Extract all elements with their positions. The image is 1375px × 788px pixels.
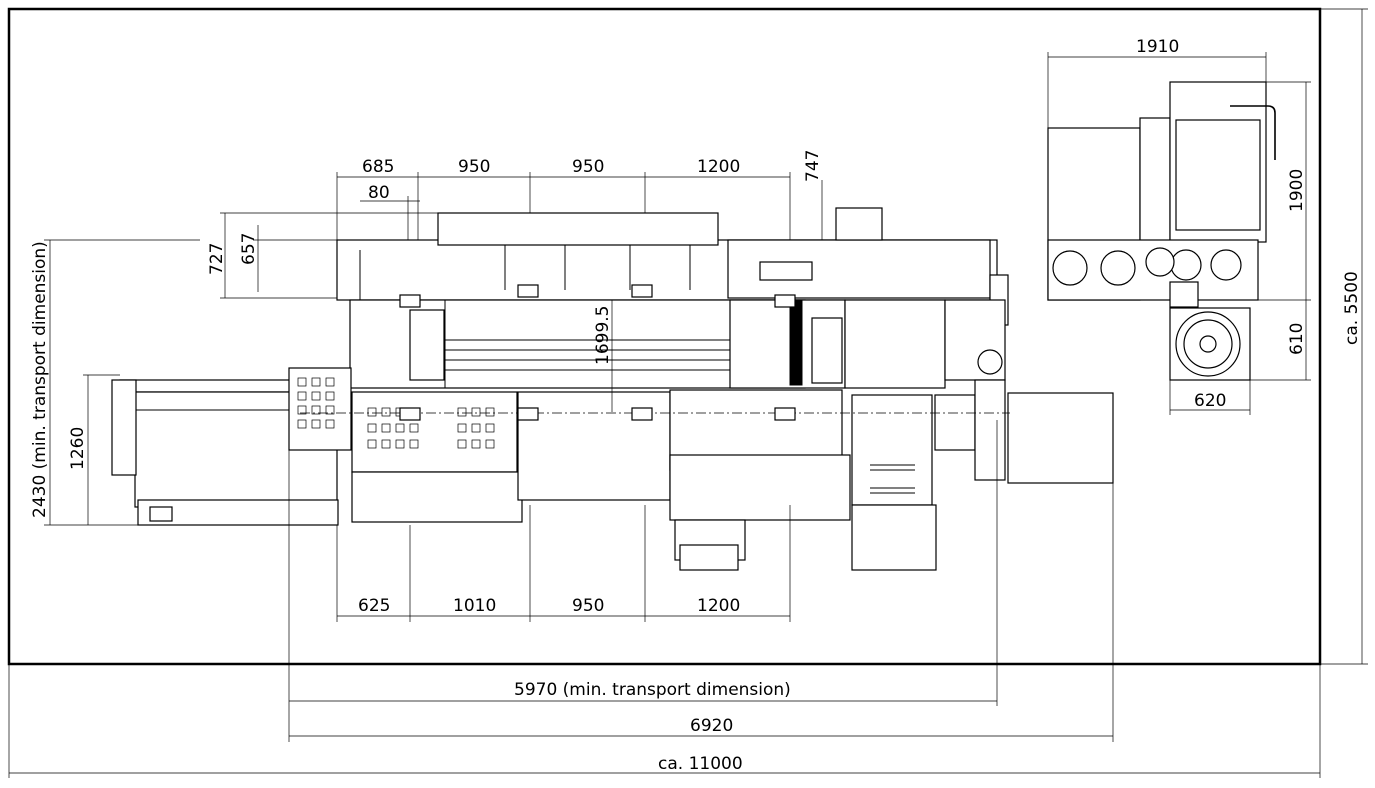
dim-unit-610: 610 <box>1287 323 1307 355</box>
dim-left-657: 657 <box>239 233 259 265</box>
dim-left-1260: 1260 <box>68 427 88 470</box>
dim-overall-11000: ca. 11000 <box>658 754 743 774</box>
auxiliary-unit-dimensions <box>1047 52 1311 415</box>
vent-slots <box>870 464 915 494</box>
left-transport-dimensions <box>44 239 200 526</box>
dim-top-747: 747 <box>803 150 823 182</box>
overall-dimensions <box>8 420 1321 778</box>
dim-center-1699-5: 1699.5 <box>593 306 613 365</box>
bottom-dimension-chain <box>336 505 791 622</box>
dim-bottom-625: 625 <box>358 596 390 616</box>
dim-unit-1910: 1910 <box>1136 37 1179 57</box>
dim-right-5500: ca. 5500 <box>1342 271 1362 345</box>
dim-top-950-a: 950 <box>458 157 490 177</box>
dim-top-1200: 1200 <box>697 157 740 177</box>
dim-top-685: 685 <box>362 157 394 177</box>
dim-overall-6920: 6920 <box>690 716 733 736</box>
grid-panel-pattern <box>297 377 495 449</box>
dim-top-80: 80 <box>368 183 390 203</box>
auxiliary-unit <box>1047 81 1276 381</box>
main-machine-body <box>111 207 1114 571</box>
dim-top-950-b: 950 <box>572 157 604 177</box>
right-height-dimension <box>1320 8 1368 665</box>
dim-unit-620: 620 <box>1194 391 1226 411</box>
footprint-outline <box>7 7 1322 666</box>
dim-left-2430: 2430 (min. transport dimension) <box>30 241 50 518</box>
dim-bottom-950: 950 <box>572 596 604 616</box>
dim-left-727: 727 <box>207 243 227 275</box>
dim-bottom-1010: 1010 <box>453 596 496 616</box>
dim-bottom-1200: 1200 <box>697 596 740 616</box>
dim-unit-1900: 1900 <box>1287 169 1307 212</box>
dim-overall-5970: 5970 (min. transport dimension) <box>514 680 791 700</box>
